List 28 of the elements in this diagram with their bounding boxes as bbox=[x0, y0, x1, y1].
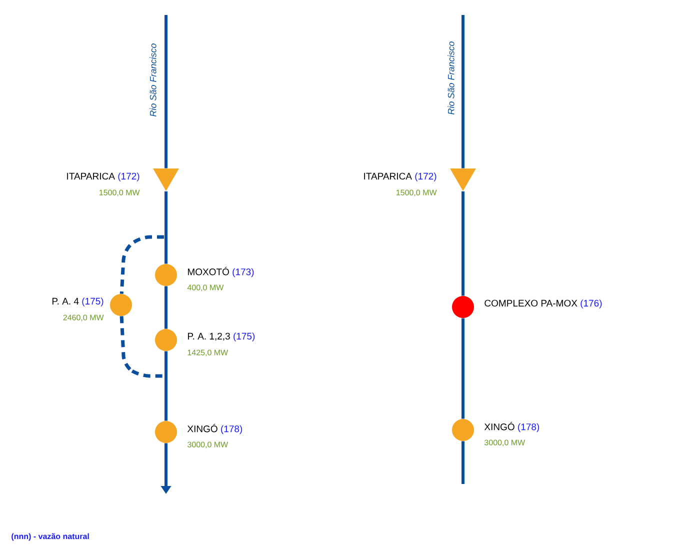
river-line bbox=[120, 235, 164, 294]
station-name: P. A. 1,2,3 (175) bbox=[188, 332, 255, 342]
river-line bbox=[462, 15, 464, 168]
river-line bbox=[164, 15, 168, 168]
power-value: 3000,0 MW bbox=[484, 440, 526, 446]
station-name: ITAPARICA (172) bbox=[364, 172, 436, 182]
station-name: COMPLEXO PA-MOX (176) bbox=[484, 300, 602, 308]
station-name: XINGÓ (178) bbox=[187, 424, 242, 434]
river-line bbox=[462, 191, 464, 296]
river-name: Rio São Francisco bbox=[150, 44, 156, 116]
river-line bbox=[164, 191, 168, 264]
note: (nnn) - vazão natural bbox=[12, 533, 89, 541]
river-line bbox=[164, 286, 168, 329]
power-value: 2460,0 MW bbox=[63, 314, 104, 322]
power-value: 1500,0 MW bbox=[100, 190, 140, 196]
power-value: 400,0 MW bbox=[187, 284, 224, 292]
station-name: ITAPARICA (172) bbox=[67, 172, 140, 182]
river-line bbox=[120, 316, 164, 378]
river-line bbox=[462, 318, 464, 419]
river-line bbox=[164, 351, 168, 421]
power-value: 1425,0 MW bbox=[188, 350, 228, 356]
river-name: Rio São Francisco bbox=[448, 42, 454, 114]
power-value: 3000,0 MW bbox=[188, 442, 228, 448]
station-name: MOXOTÓ (173) bbox=[188, 266, 254, 278]
station-name: P. A. 4 (175) bbox=[52, 298, 104, 306]
power-value: 1500,0 MW bbox=[396, 190, 437, 196]
station-name: XINGÓ (178) bbox=[484, 422, 540, 432]
river-line bbox=[462, 441, 464, 484]
